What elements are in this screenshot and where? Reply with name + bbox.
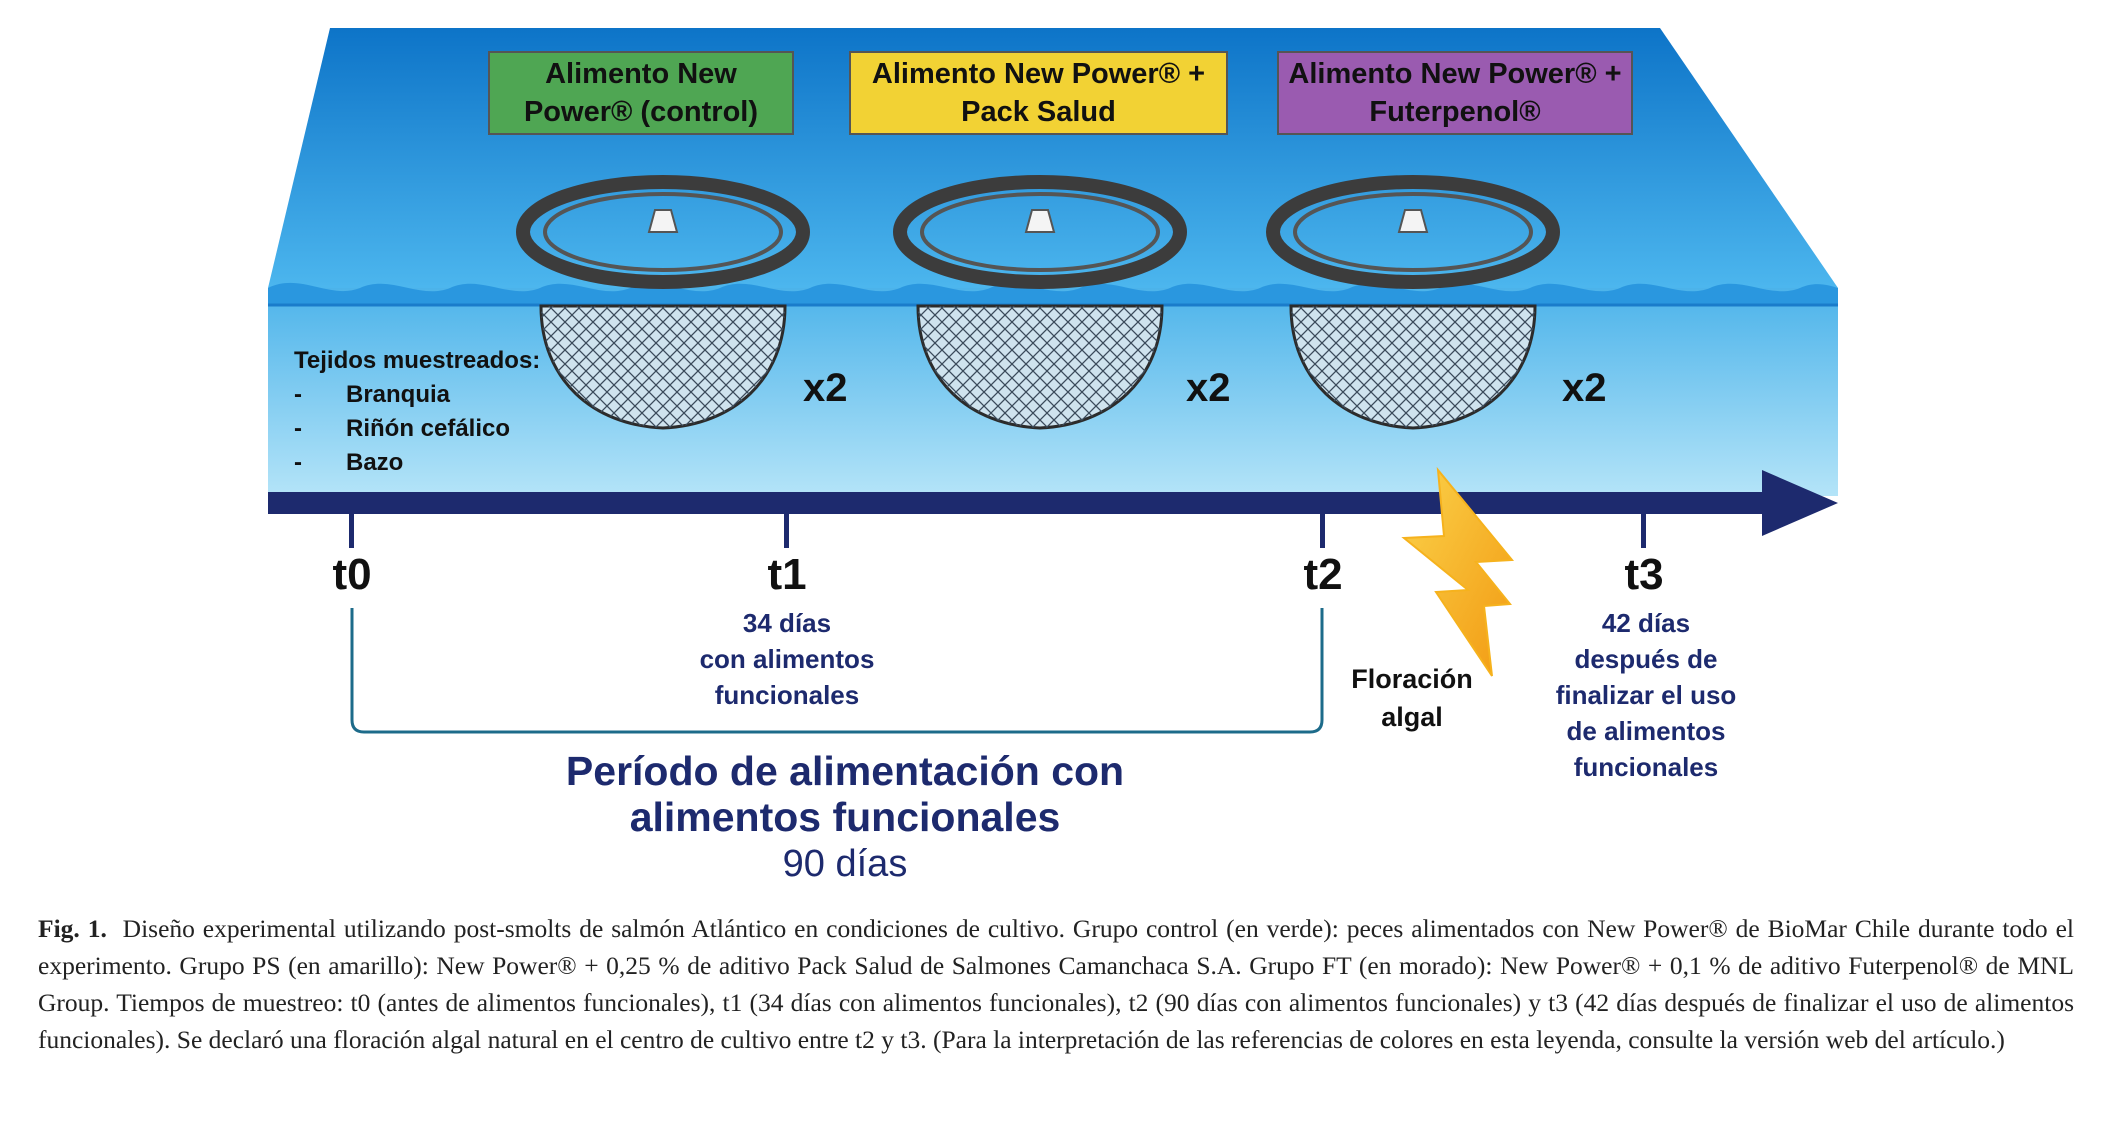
timepoint-t2: t2 <box>1303 550 1343 599</box>
feeding-period-title: Período de alimentación con alimentos fu… <box>565 748 1125 840</box>
cage-multiplier-2: x2 <box>1186 366 1231 410</box>
t3-note: 42 días después de finalizar el uso de a… <box>1555 608 1737 782</box>
lightning-bolt-icon <box>1401 466 1515 677</box>
group-label-pack-salud: Alimento New Power® + Pack Salud <box>849 51 1228 135</box>
cage-2 <box>893 175 1187 430</box>
tissue-item: -Bazo <box>294 449 404 476</box>
timeline-arrowhead <box>1762 470 1838 536</box>
tick-t1 <box>784 514 789 548</box>
feeding-period: Período de alimentación con alimentos fu… <box>566 748 1124 888</box>
tick-t0 <box>349 514 354 548</box>
timeline-bar <box>268 492 1768 514</box>
timepoint-t0: t0 <box>332 550 372 599</box>
tissues-sampled: Tejidos muestreados: -Branquia -Riñón ce… <box>294 344 540 480</box>
tissue-item: -Branquia <box>294 381 451 408</box>
group-label-control: Alimento New Power® (control) <box>488 51 794 135</box>
caption-text: Diseño experimental utilizando post-smol… <box>38 914 2074 1054</box>
t1-note: 34 días con alimentos funcionales <box>699 608 875 710</box>
cage-feeder <box>647 209 679 233</box>
tissues-heading: Tejidos muestreados: <box>294 347 541 374</box>
tick-t3 <box>1641 514 1646 548</box>
algal-bloom-label: Floración algal <box>1351 664 1473 732</box>
group-label-futerpenol: Alimento New Power® + Futerpenol® <box>1277 51 1633 135</box>
tick-t2 <box>1320 514 1325 548</box>
cage-3 <box>1266 175 1560 430</box>
cage-ring-outer <box>516 175 810 289</box>
cage-multiplier-3: x2 <box>1562 366 1607 410</box>
timepoint-t1: t1 <box>767 550 807 599</box>
timepoint-t3: t3 <box>1624 550 1664 599</box>
figure-caption: Fig. 1. Diseño experimental utilizando p… <box>38 910 2074 1058</box>
period-bracket <box>350 608 1324 734</box>
cage-ring-inner <box>543 192 783 272</box>
cage-1 <box>516 175 810 430</box>
tissue-item: -Riñón cefálico <box>294 415 511 442</box>
cage-multiplier-1: x2 <box>803 366 848 410</box>
feeding-period-days: 90 días <box>782 843 908 885</box>
caption-label: Fig. 1. <box>38 914 107 943</box>
